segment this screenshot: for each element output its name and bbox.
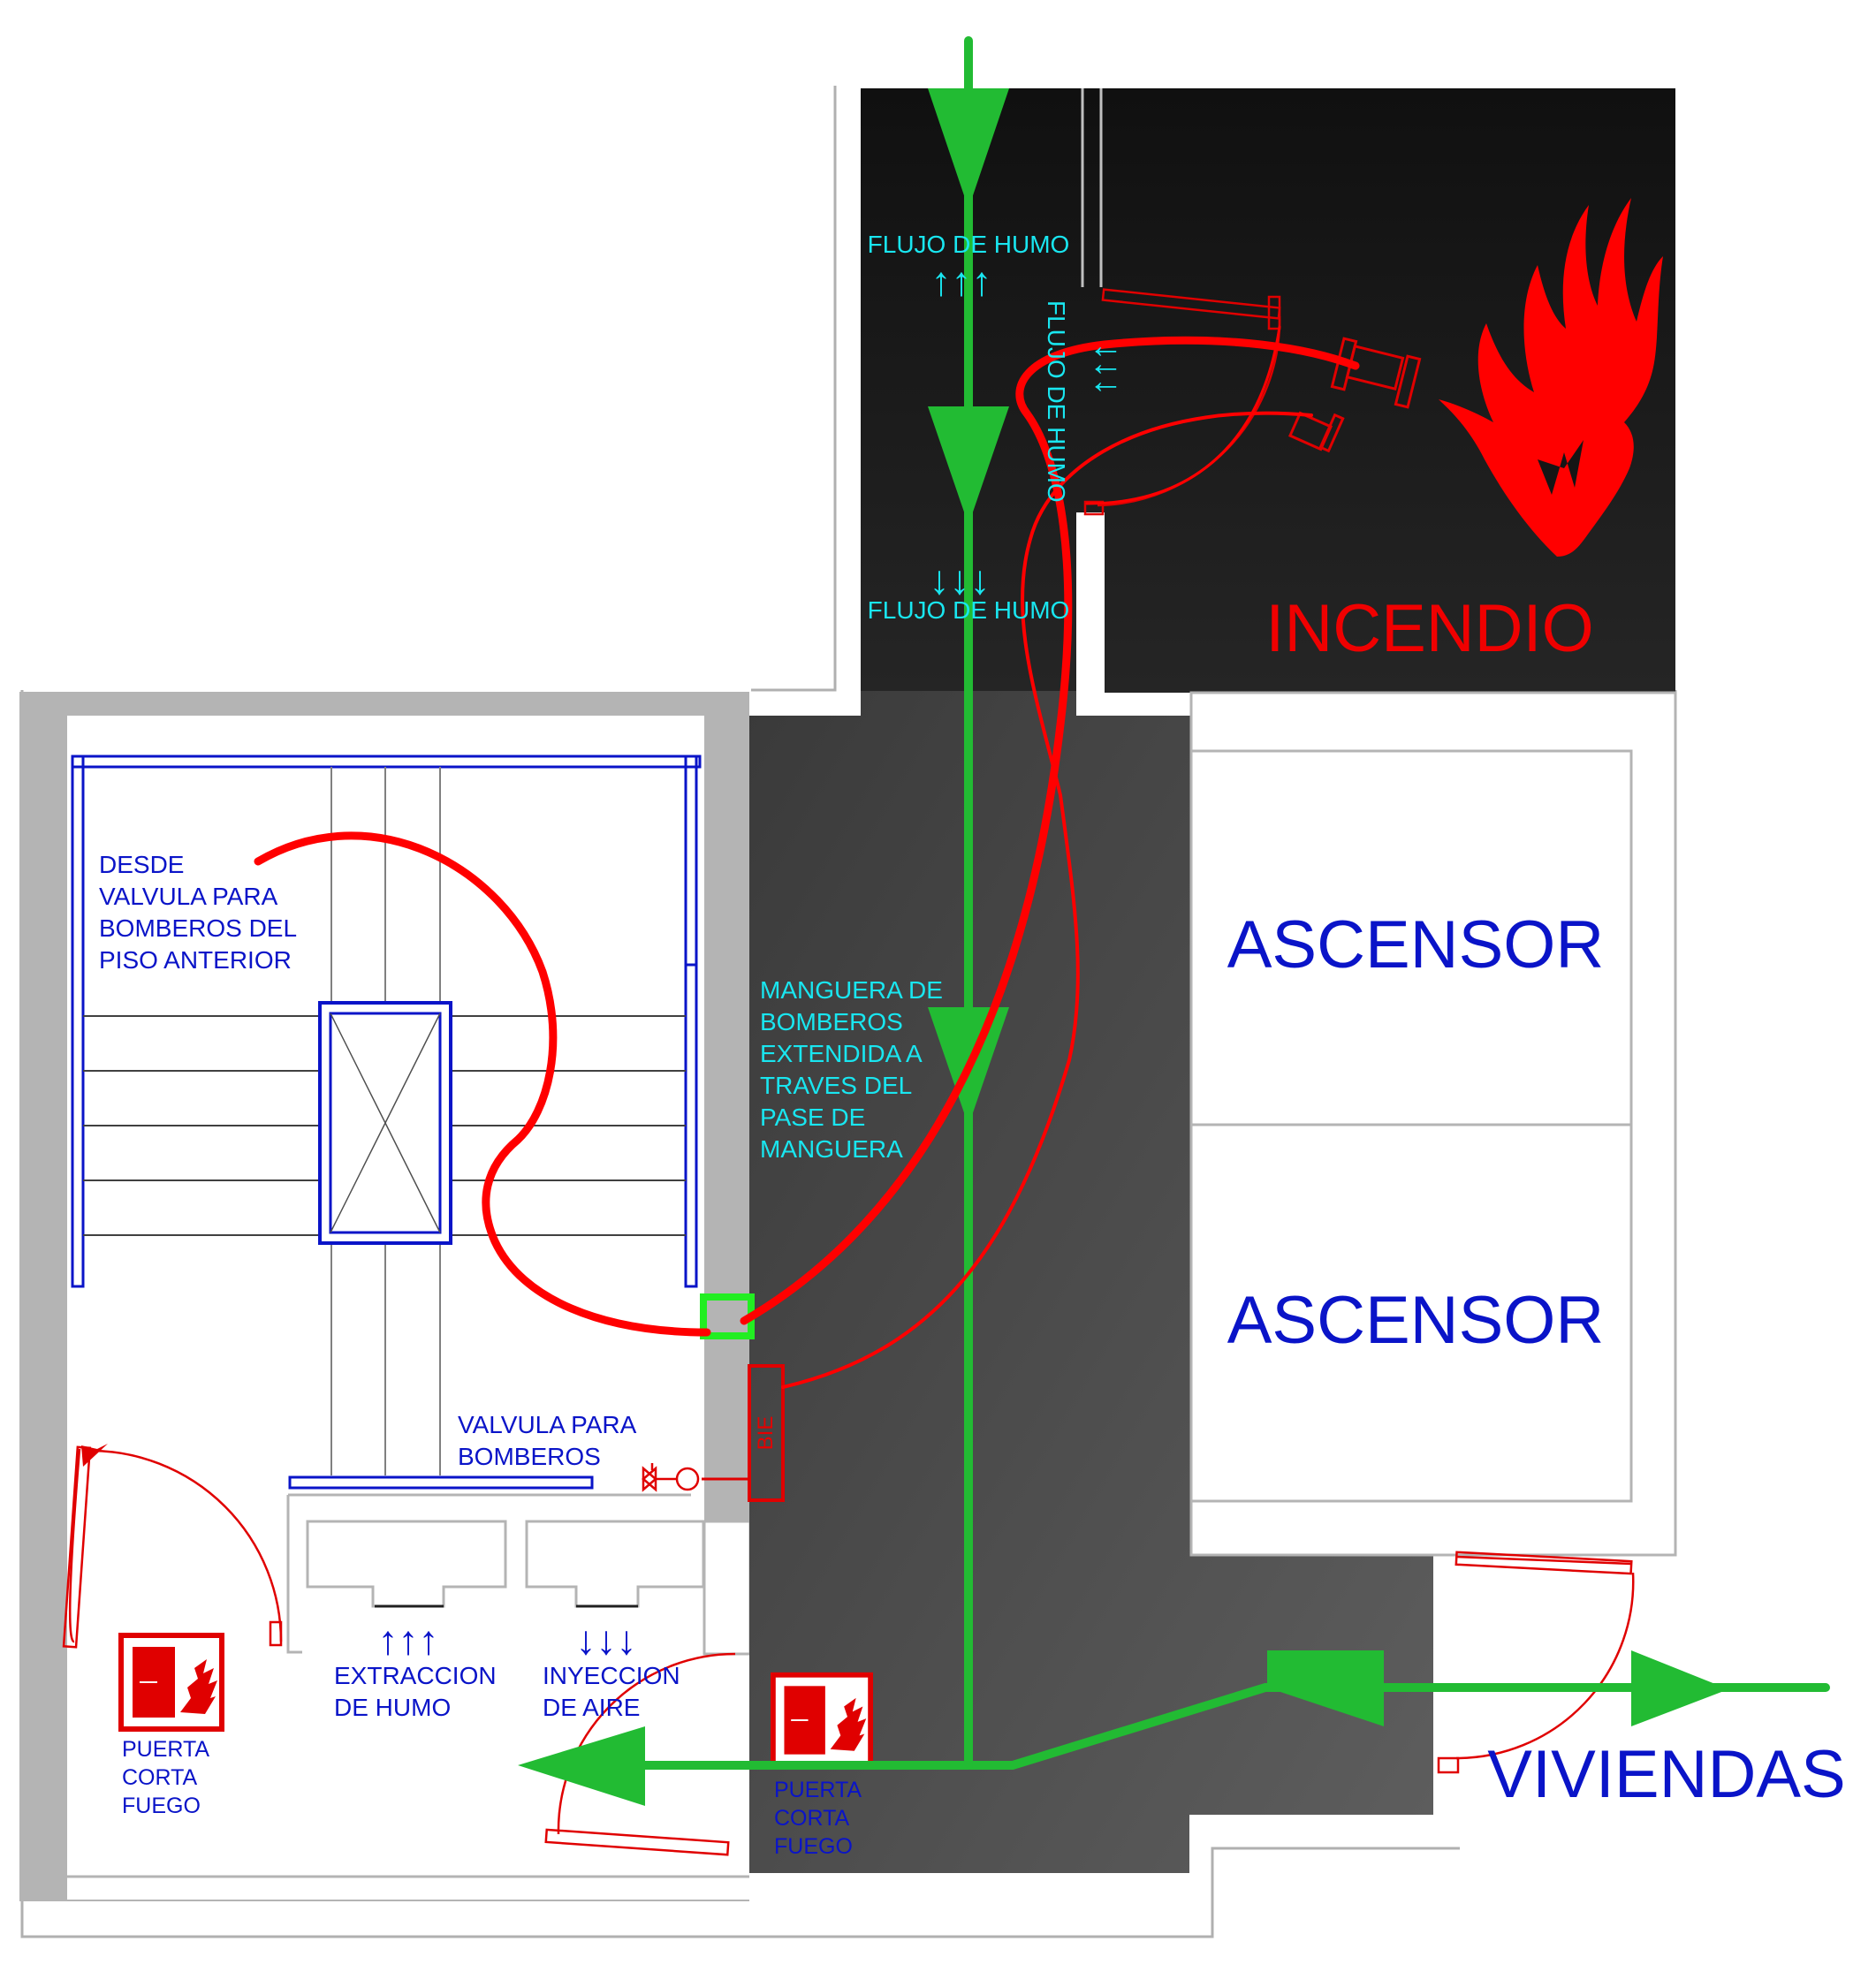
svg-text:BOMBEROS: BOMBEROS — [458, 1443, 601, 1470]
fire-hose-routes — [254, 325, 1360, 1389]
elevator-block: ASCENSOR ASCENSOR — [1189, 691, 1677, 1557]
desde-note: DESDE VALVULA PARA BOMBEROS DEL PISO ANT… — [99, 851, 297, 974]
svg-text:DESDE: DESDE — [99, 851, 184, 878]
svg-text:CORTA: CORTA — [774, 1806, 850, 1831]
svg-text:BOMBEROS: BOMBEROS — [760, 1008, 903, 1035]
svg-text:MANGUERA: MANGUERA — [760, 1135, 903, 1163]
route-arrow-2 — [928, 406, 1009, 525]
extraccion-note: ↑↑↑ EXTRACCION DE HUMO — [334, 1617, 497, 1721]
fire-flame-icon — [1439, 198, 1663, 557]
injection-arrows-down-icon: ↓↓↓ — [576, 1617, 637, 1663]
smoke-flow-top: FLUJO DE HUMO ↑↑↑ — [868, 231, 1070, 304]
incendio-label: INCENDIO — [1265, 591, 1594, 666]
elevator-2 — [1189, 1123, 1633, 1503]
svg-text:CORTA: CORTA — [122, 1765, 198, 1790]
evacuation-route — [518, 36, 1830, 1806]
svg-text:EXTRACCION: EXTRACCION — [334, 1662, 497, 1689]
svg-text:MANGUERA DE: MANGUERA DE — [760, 976, 943, 1004]
route-arrow-6 — [518, 1726, 645, 1806]
fire-door-symbol-left — [121, 1635, 222, 1729]
ventilation-ducts — [286, 1493, 705, 1654]
svg-text:INYECCION: INYECCION — [543, 1662, 680, 1689]
elevator-1-label: ASCENSOR — [1227, 907, 1605, 982]
svg-text:EXTENDIDA A: EXTENDIDA A — [760, 1040, 923, 1067]
svg-text:TRAVES DEL: TRAVES DEL — [760, 1072, 912, 1099]
stair-wall-right — [704, 716, 750, 1521]
route-arrow-5 — [1267, 1650, 1384, 1726]
svg-text:FLUJO DE HUMO: FLUJO DE HUMO — [1043, 300, 1070, 503]
svg-text:BOMBEROS DEL: BOMBEROS DEL — [99, 914, 297, 942]
valvula-note: VALVULA PARA BOMBEROS — [458, 1411, 637, 1470]
svg-text:FUEGO: FUEGO — [774, 1834, 853, 1859]
elevator-2-label: ASCENSOR — [1227, 1283, 1605, 1358]
svg-text:FUEGO: FUEGO — [122, 1794, 201, 1818]
svg-text:FLUJO DE HUMO: FLUJO DE HUMO — [868, 596, 1070, 624]
puerta-note-left: PUERTA CORTA FUEGO — [122, 1737, 209, 1818]
route-arrow-4 — [1631, 1650, 1728, 1726]
hose-cabinet: BIE — [702, 1364, 785, 1502]
viviendas-label: VIVIENDAS — [1487, 1737, 1845, 1812]
smoke-flow-side: FLUJO DE HUMO ↑↑↑ — [1043, 300, 1123, 503]
firefighter-valve-icon — [642, 1463, 700, 1492]
extraction-arrows-up-icon: ↑↑↑ — [378, 1617, 439, 1663]
smoke-flow-mid: ↓↓↓ FLUJO DE HUMO — [868, 557, 1070, 624]
svg-text:VALVULA PARA: VALVULA PARA — [99, 883, 278, 910]
svg-text:VALVULA PARA: VALVULA PARA — [458, 1411, 637, 1438]
inyeccion-note: ↓↓↓ INYECCION DE AIRE — [543, 1617, 680, 1721]
puerta-note-center: PUERTA CORTA FUEGO — [774, 1778, 862, 1859]
svg-text:PUERTA: PUERTA — [122, 1737, 209, 1762]
svg-text:DE HUMO: DE HUMO — [334, 1694, 451, 1721]
protected-corridor — [749, 691, 1433, 1873]
svg-text:FLUJO DE HUMO: FLUJO DE HUMO — [868, 231, 1070, 258]
fire-door-symbol-center — [773, 1675, 870, 1765]
staircase — [71, 755, 702, 1490]
route-arrow-1 — [928, 88, 1009, 209]
svg-text:PISO ANTERIOR: PISO ANTERIOR — [99, 946, 292, 974]
svg-text:PASE DE: PASE DE — [760, 1104, 865, 1131]
manguera-note: MANGUERA DE BOMBEROS EXTENDIDA A TRAVES … — [760, 976, 943, 1163]
smoke-arrows-down-icon: ↓↓↓ — [930, 557, 991, 603]
svg-text:DE AIRE: DE AIRE — [543, 1694, 640, 1721]
elevator-1 — [1189, 749, 1633, 1126]
svg-text:PUERTA: PUERTA — [774, 1778, 862, 1802]
smoke-arrows-left-icon: ↑↑↑ — [1084, 343, 1123, 396]
hose-cabinet-tag: BIE — [754, 1416, 778, 1451]
smoke-arrows-up-icon: ↑↑↑ — [931, 258, 992, 304]
